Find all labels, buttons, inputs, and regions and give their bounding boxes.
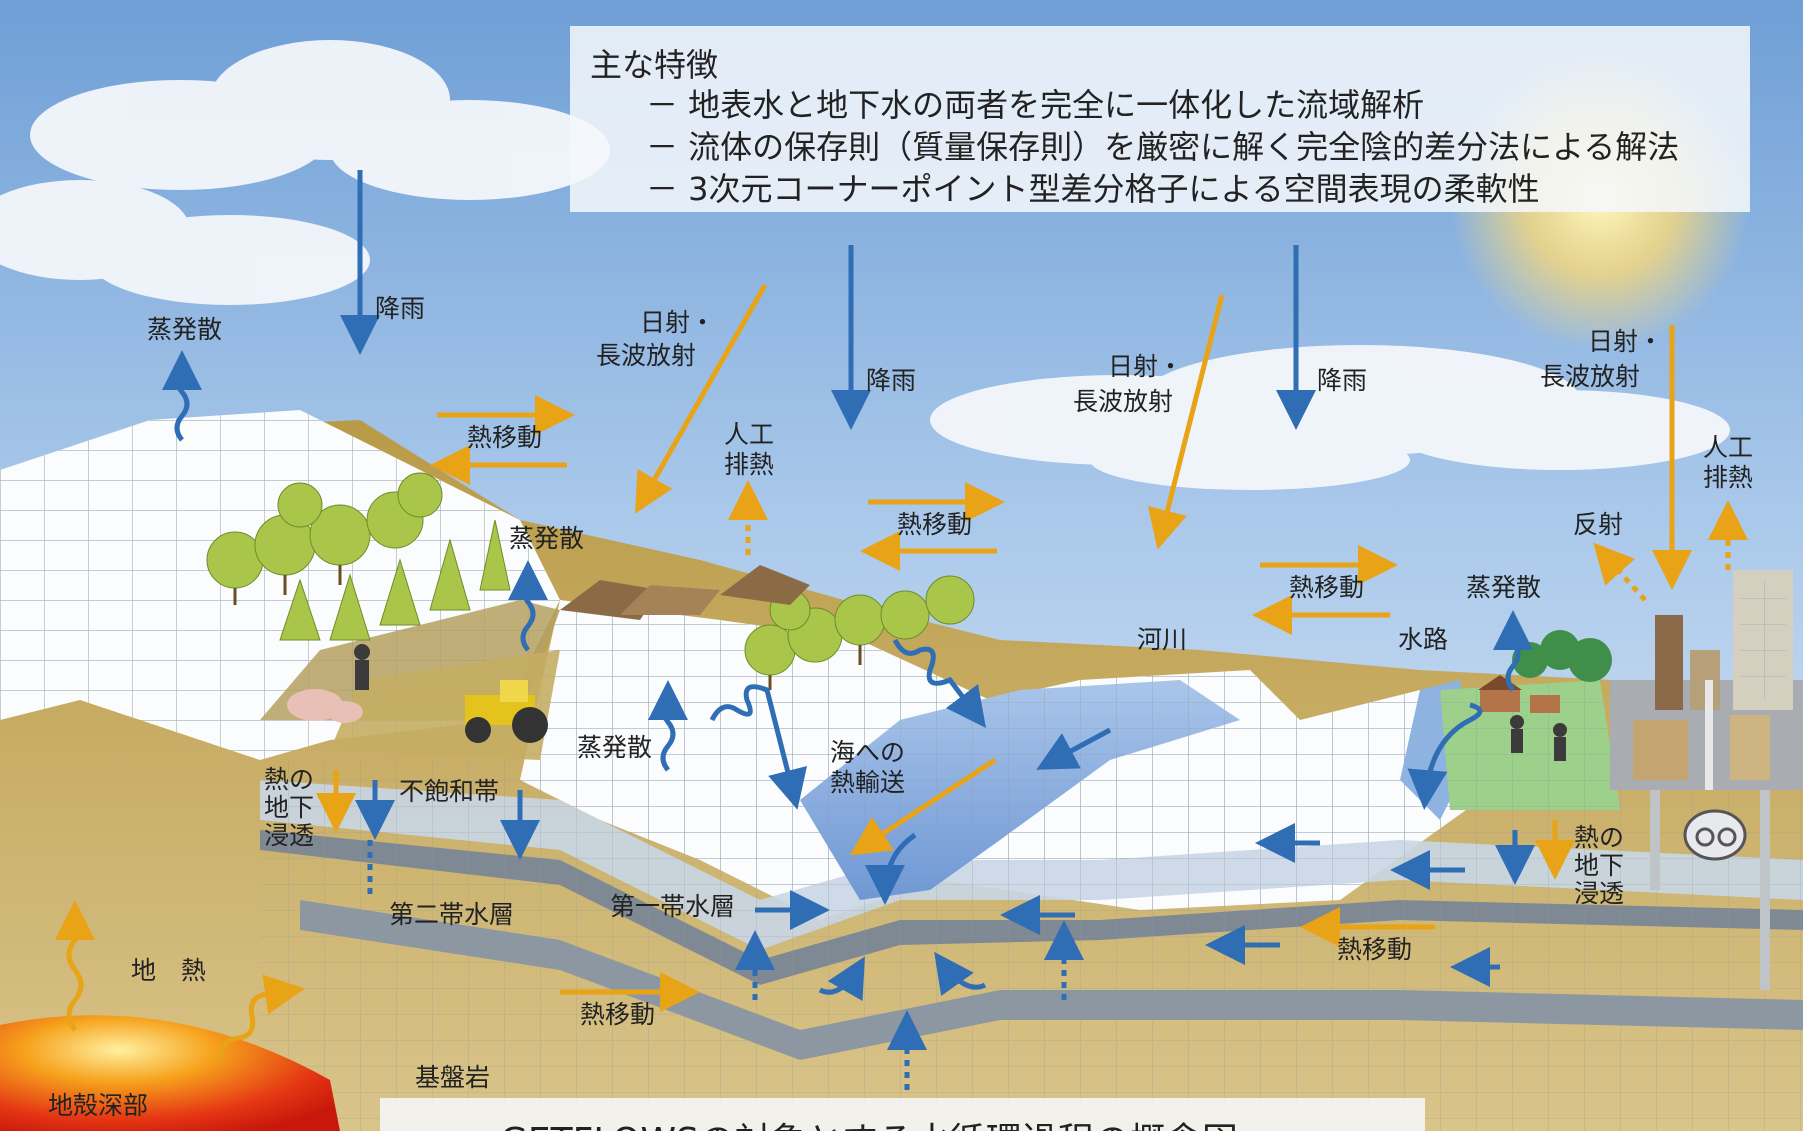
upwelling-arrows [367,840,1084,1090]
feature-item: － 3次元コーナーポイント型差分格子による空間表現の柔軟性 [646,170,1540,208]
features-heading: 主な特徴 [590,46,719,84]
rainfall-label: 降雨 [866,366,917,395]
rain-arrows [340,170,1316,430]
heat-infiltration-label-3: 浸透 [1574,879,1625,908]
heat-to-sea-label-2: 熱輸送 [830,768,906,797]
solar-radiation-label-2: 長波放射 [1540,362,1641,391]
groundwater-flow-arrows [355,702,1535,1001]
first-aquifer-label: 第一帯水層 [610,892,736,921]
evapotranspiration-label: 蒸発散 [577,733,653,762]
farmer-icon [354,644,1567,761]
sewer-pipe-icon [1650,790,1770,990]
solar-radiation-label-1: 日射・ [1108,352,1184,381]
solar-radiation-label-2: 長波放射 [596,341,697,370]
heat-infiltration-label-2: 地下 [1574,851,1625,880]
solar-radiation-label-1: 日射・ [1588,327,1664,356]
heat-transfer-label: 熱移動 [1289,573,1365,602]
second-aquifer-label: 第二帯水層 [389,900,515,929]
cloud-icon [0,40,1730,490]
evapotranspiration-label: 蒸発散 [509,524,585,553]
heat-transfer-label: 熱移動 [580,1000,656,1029]
solar-radiation-label-2: 長波放射 [1073,387,1174,416]
heat-transfer-label: 熱移動 [897,510,973,539]
unsaturated-zone-label: 不飽和帯 [399,777,500,806]
heat-infiltration-label-1: 熱の [1574,823,1625,852]
river-label: 河川 [1137,625,1188,654]
pig-icon [287,689,363,723]
waterway-label: 水路 [1398,625,1449,654]
evaporation-arrows [162,350,1533,810]
features-panel: 主な特徴 － 地表水と地下水の両者を完全に一体化した流域解析 － 流体の保存則（… [570,26,1750,212]
tractor-icon [465,680,548,743]
evapotranspiration-label: 蒸発散 [147,315,223,344]
heat-transfer-label: 熱移動 [1337,935,1413,964]
deep-crust-label: 地殻深部 [48,1091,149,1120]
artificial-heat-label-1: 人工 [724,420,775,449]
farmhouse-icon [560,565,810,620]
artificial-heat-label-2: 排熱 [1703,463,1754,492]
heat-arrows [55,283,1692,1061]
crust-deep-magma [0,1015,340,1131]
artificial-heat-label-2: 排熱 [724,450,775,479]
reflection-label: 反射 [1573,510,1624,539]
solar-radiation-label-1: 日射・ [640,308,716,337]
village-icon [1478,630,1612,713]
forest-icon [206,472,975,690]
feature-item: － 流体の保存則（質量保存則）を厳密に解く完全陰的差分法による解法 [646,128,1680,166]
bedrock-label: 基盤岩 [415,1063,491,1092]
heat-infiltration-label-3: 浸透 [264,821,315,850]
rainfall-label: 降雨 [375,294,426,323]
heat-infiltration-label-1: 熱の [264,765,315,794]
heat-infiltration-label-2: 地下 [264,793,315,822]
heat-to-sea-label-1: 海への [830,738,906,767]
figure-caption: GETFLOWSの対象とする水循環過程の概念図 [500,1112,1238,1131]
artificial-heat-label-1: 人工 [1703,433,1754,462]
figure-caption-box: GETFLOWSの対象とする水循環過程の概念図 [380,1098,1425,1131]
feature-item: － 地表水と地下水の両者を完全に一体化した流域解析 [646,86,1425,124]
evapotranspiration-label: 蒸発散 [1466,573,1542,602]
geothermal-label: 地 熱 [131,956,207,985]
rainfall-label: 降雨 [1317,366,1368,395]
heat-transfer-label: 熱移動 [467,423,543,452]
city-buildings-icon [1610,570,1803,790]
